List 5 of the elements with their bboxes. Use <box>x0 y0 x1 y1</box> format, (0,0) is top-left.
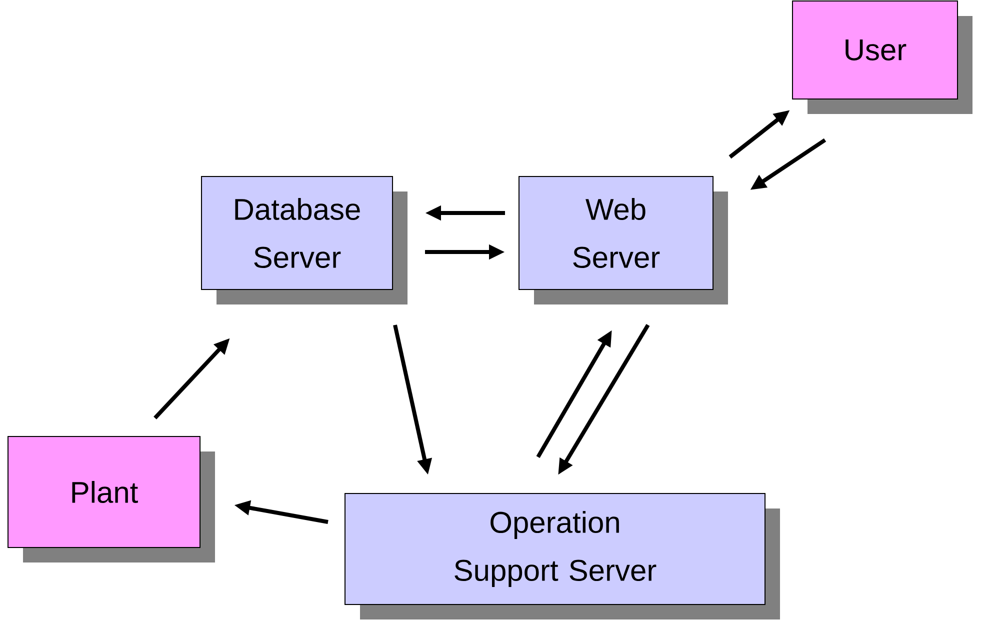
server-box: Database Server <box>201 176 408 304</box>
server-box: Operation Support Server <box>344 493 780 620</box>
server-box: Web Server <box>518 176 728 304</box>
box: User <box>792 0 972 114</box>
box: Plant <box>8 436 215 562</box>
